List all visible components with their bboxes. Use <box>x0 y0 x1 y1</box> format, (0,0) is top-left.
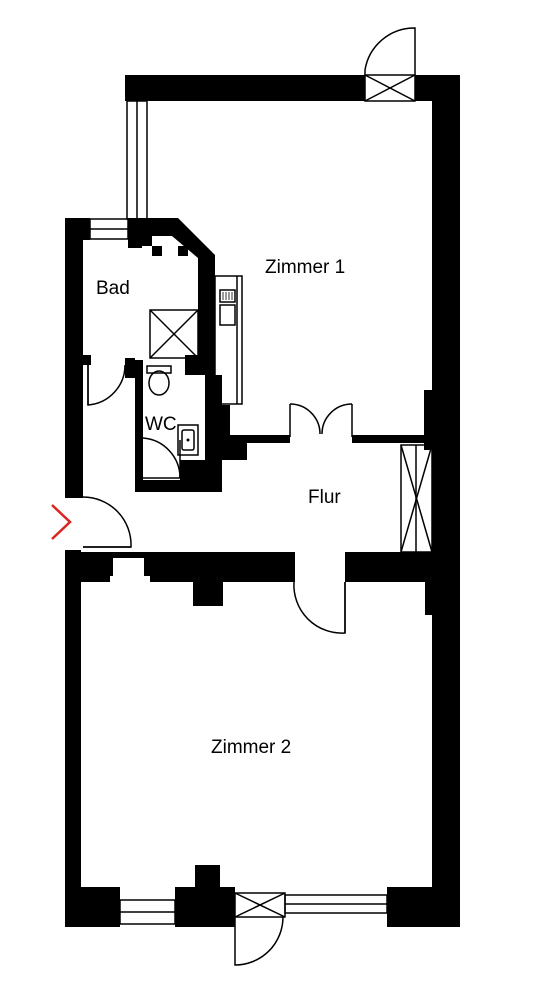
room-label-zimmer1: Zimmer 1 <box>265 257 345 278</box>
kitchen-sink-icon <box>214 275 243 405</box>
toilet-icon <box>146 365 172 396</box>
shower-icon <box>149 246 199 359</box>
room-label-bad: Bad <box>96 278 130 299</box>
sink-icon <box>177 424 199 456</box>
entrance-arrow-icon <box>51 504 72 540</box>
doors <box>82 27 433 966</box>
walls <box>65 75 460 927</box>
room-label-zimmer2: Zimmer 2 <box>211 737 291 758</box>
room-label-wc: WC <box>145 414 177 435</box>
room-label-flur: Flur <box>308 487 341 508</box>
